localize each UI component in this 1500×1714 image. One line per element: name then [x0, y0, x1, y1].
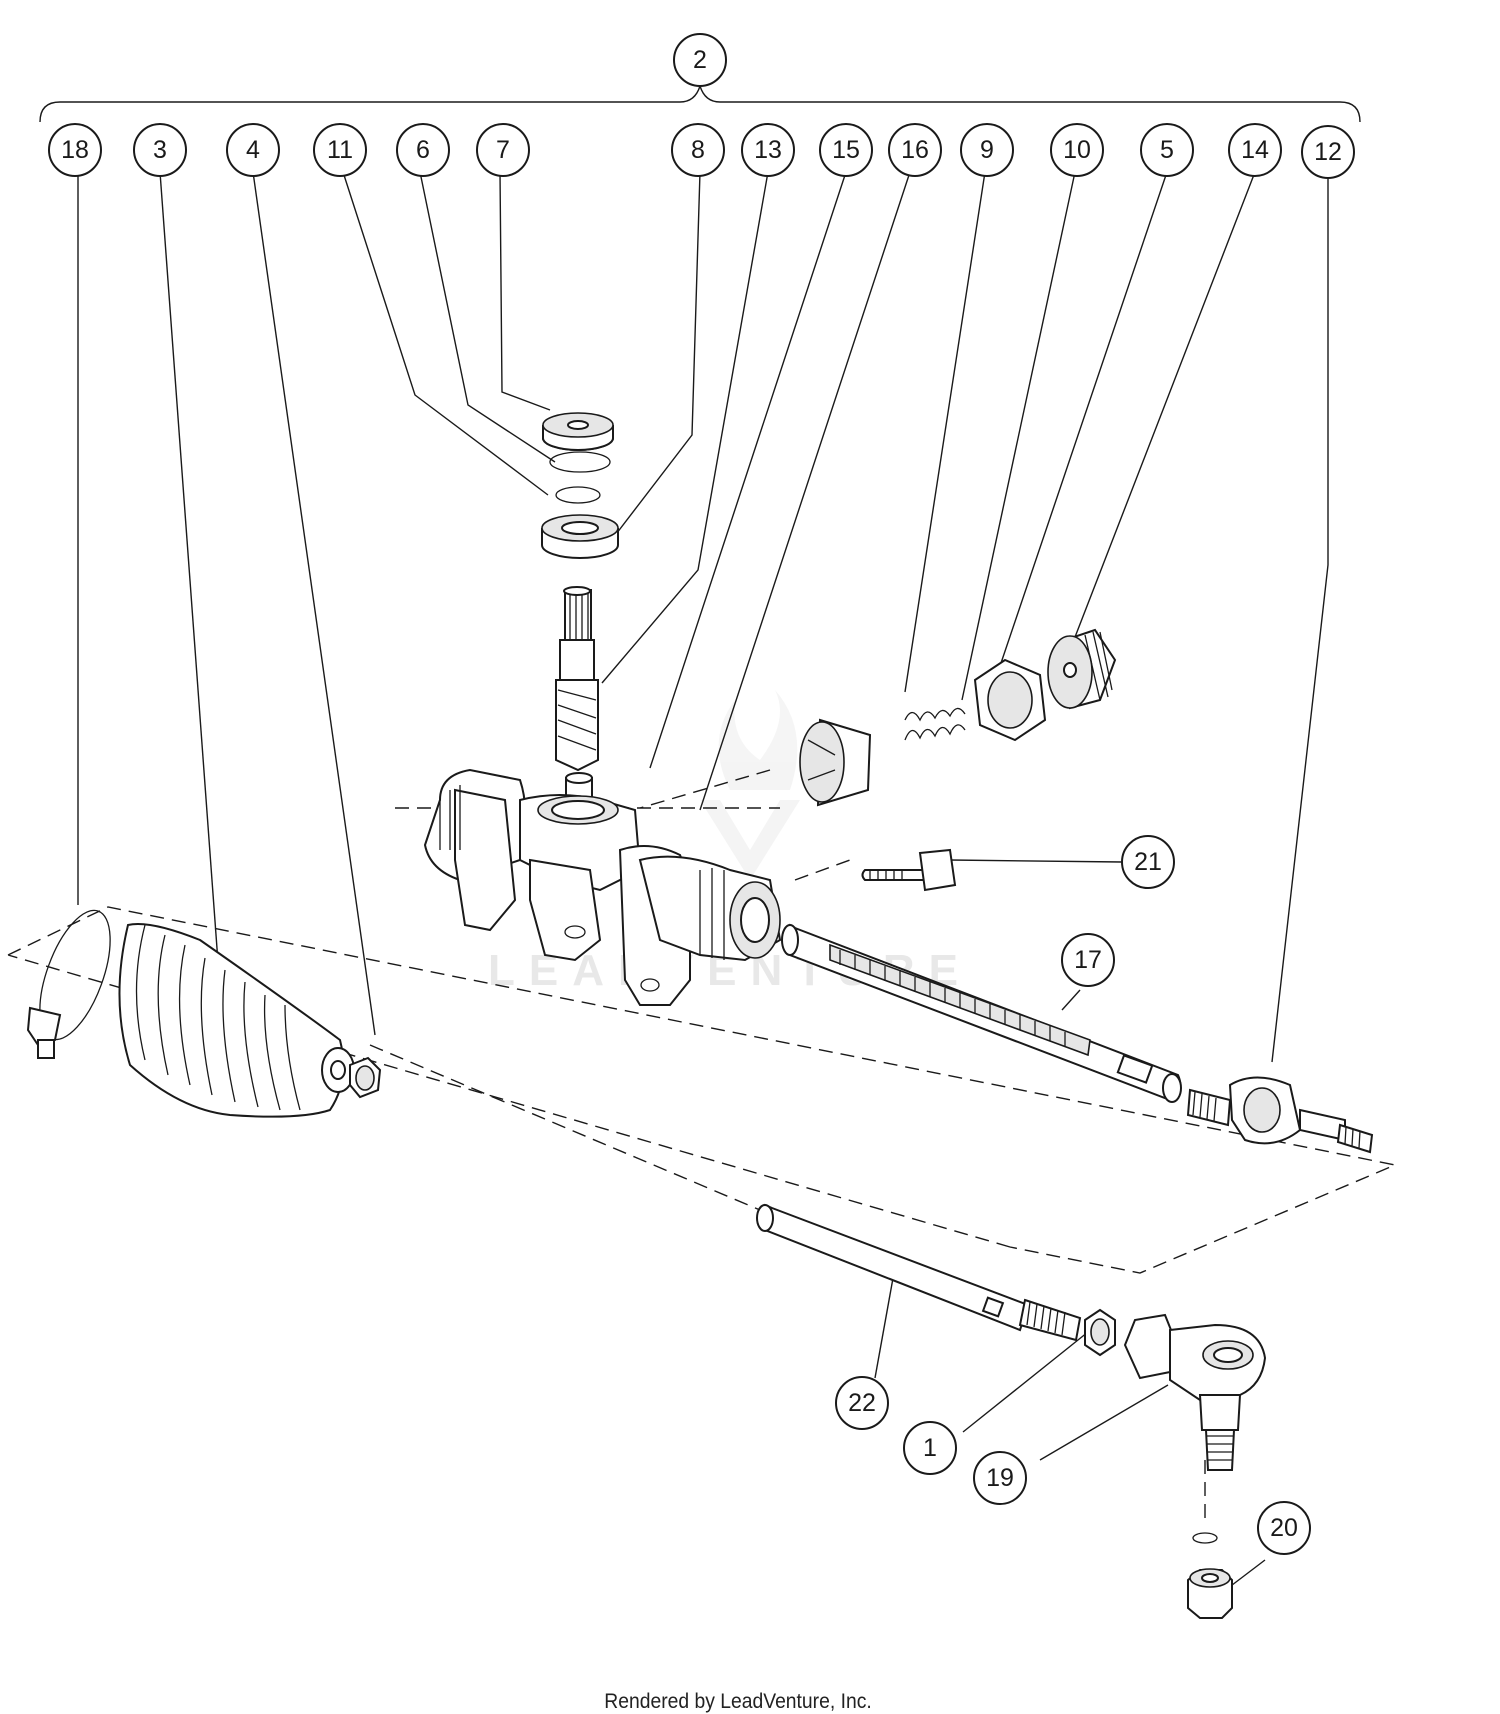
part-19-tie-rod-end [1123, 1313, 1267, 1471]
part-22-tie-rod [756, 1203, 1082, 1342]
part-20-nut [1187, 1532, 1233, 1619]
svg-text:6: 6 [416, 136, 430, 164]
svg-text:5: 5 [1160, 136, 1174, 164]
part-3-boot [118, 923, 355, 1118]
callout-13: 13 [741, 123, 795, 177]
part-1-jam-nut [1084, 1308, 1116, 1357]
svg-text:10: 10 [1063, 136, 1091, 164]
svg-text:16: 16 [901, 136, 929, 164]
callout-17: 17 [1061, 933, 1115, 987]
part-9-spring [904, 707, 966, 741]
callout-9: 9 [960, 123, 1014, 177]
callout-3: 3 [133, 123, 187, 177]
callout-18: 18 [48, 123, 102, 177]
svg-text:3: 3 [153, 136, 167, 164]
part-13-pinion-shaft [555, 586, 599, 772]
leader-lines [77, 171, 1329, 1599]
rack-housing [423, 768, 782, 1006]
svg-text:11: 11 [327, 136, 353, 164]
part-15-rack-guide [799, 718, 872, 807]
callout-6: 6 [396, 123, 450, 177]
svg-text:13: 13 [754, 136, 782, 164]
svg-text:1: 1 [923, 1434, 937, 1462]
svg-text:21: 21 [1134, 848, 1162, 876]
callout-15: 15 [819, 123, 873, 177]
svg-text:17: 17 [1074, 946, 1102, 974]
part-21-bolt [861, 848, 957, 892]
part-6-snap-ring [549, 451, 611, 473]
callout-12: 12 [1301, 125, 1355, 179]
svg-text:19: 19 [986, 1464, 1014, 1492]
callout-10: 10 [1050, 123, 1104, 177]
part-12-inner-tie-rod [1186, 1076, 1374, 1154]
footer-credit: Rendered by LeadVenture, Inc. [604, 1690, 872, 1713]
callout-1: 1 [903, 1421, 957, 1475]
svg-text:7: 7 [496, 136, 510, 164]
callout-11: 11 [313, 123, 367, 177]
callout-4: 4 [226, 123, 280, 177]
part-11-snap-ring [555, 486, 601, 504]
part-18-clamp [26, 909, 111, 1059]
callout-21: 21 [1121, 835, 1175, 889]
callout-7: 7 [476, 123, 530, 177]
svg-text:14: 14 [1241, 136, 1269, 164]
svg-text:20: 20 [1270, 1514, 1298, 1542]
callout-2: 2 [673, 33, 727, 87]
callout-22: 22 [835, 1376, 889, 1430]
part-8-bearing [541, 514, 619, 559]
svg-text:15: 15 [832, 136, 860, 164]
callout-14: 14 [1228, 123, 1282, 177]
callout-8: 8 [671, 123, 725, 177]
svg-text:8: 8 [691, 136, 705, 164]
part-14-adjuster-plug [1047, 628, 1117, 710]
group-bracket [39, 83, 1361, 123]
callout-5: 5 [1140, 123, 1194, 177]
svg-text:4: 4 [246, 136, 260, 164]
svg-text:12: 12 [1314, 138, 1342, 166]
part-5-lock-nut [973, 658, 1047, 742]
svg-text:22: 22 [848, 1389, 876, 1417]
part-17-rack [781, 923, 1182, 1103]
svg-text:9: 9 [980, 136, 994, 164]
watermark-logo [700, 690, 800, 880]
part-16-bushing [565, 772, 593, 799]
callout-19: 19 [973, 1451, 1027, 1505]
callout-20: 20 [1257, 1501, 1311, 1555]
callout-16: 16 [888, 123, 942, 177]
svg-text:18: 18 [61, 136, 89, 164]
svg-text:2: 2 [693, 46, 707, 74]
part-4-nut [349, 1056, 382, 1099]
part-7-ring [542, 412, 614, 451]
